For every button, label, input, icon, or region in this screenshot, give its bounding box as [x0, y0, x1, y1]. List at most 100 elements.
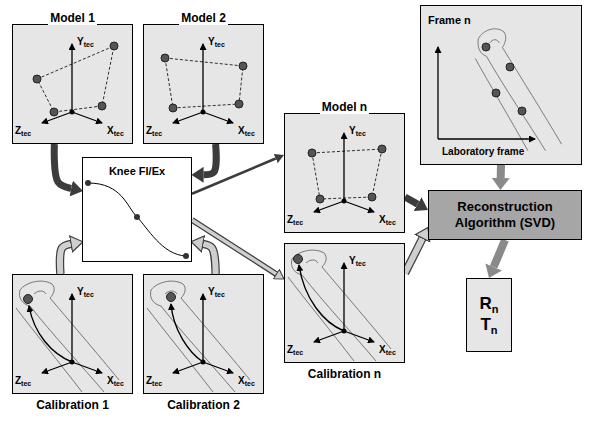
axis-subscript: tec	[114, 380, 124, 387]
panel-heading: Model 1	[48, 11, 97, 25]
axis-subscript: tec	[245, 130, 255, 137]
axis-label: X	[107, 375, 114, 386]
axis-subscript: tec	[21, 380, 31, 387]
model-panel: Model 1	[12, 24, 133, 144]
axis-subscript: tec	[356, 130, 366, 137]
axis-label-holder: Ytec	[77, 282, 94, 298]
axis-label-holder: Xtec	[107, 121, 124, 137]
graph-box: Knee Fl/Ex	[82, 157, 192, 262]
text-holder: Model 2	[144, 8, 263, 26]
model-illustration	[308, 133, 386, 212]
arrow-body	[494, 240, 505, 267]
axis-label-holder: Xtec	[379, 210, 396, 226]
axis-label-holder: Xtec	[379, 340, 396, 356]
result-symbol: R	[479, 294, 491, 314]
flow-arrow	[60, 244, 71, 274]
knee-curve	[85, 180, 189, 259]
axis-label-holder: Ytec	[349, 121, 366, 137]
axis-label-holder: Ytec	[208, 282, 225, 298]
axis-label-holder: Ytec	[349, 251, 366, 267]
panel-heading: Calibration 1	[34, 398, 111, 412]
text-holder: RnTn	[467, 279, 511, 351]
subscript: n	[492, 303, 499, 315]
axis-subscript: tec	[152, 130, 162, 137]
calibration-panel: Calibration 2	[143, 274, 264, 394]
flow-arrow	[54, 144, 71, 188]
flow-arrow	[204, 144, 217, 175]
calibration-panel: Calibration n	[284, 243, 405, 363]
axis-subscript: tec	[245, 380, 255, 387]
axis-subscript: tec	[293, 349, 303, 356]
axis-label-holder: Xtec	[238, 371, 255, 387]
axis-label-holder: Xtec	[238, 121, 255, 137]
axis-subscript: tec	[386, 219, 396, 226]
axis-label: Laboratory frame	[442, 146, 524, 157]
text-line: Rn	[479, 294, 498, 315]
arrow-body	[497, 165, 505, 178]
text-holder: Calibration 2	[144, 395, 263, 413]
result-symbol: T	[480, 315, 490, 335]
axis-label: X	[238, 125, 245, 136]
arrow-outline	[60, 244, 71, 274]
axis-label-holder: Ztec	[146, 121, 162, 137]
text-holder: Model 1	[13, 8, 132, 26]
arrow-body	[192, 220, 276, 274]
axis-label: X	[107, 125, 114, 136]
axis-label-holder: Ztec	[146, 371, 162, 387]
text-holder: Calibration n	[285, 364, 404, 382]
axis-subscript: tec	[114, 130, 124, 137]
axis-subscript: tec	[215, 291, 225, 298]
axis-label: X	[238, 375, 245, 386]
arrow-body	[204, 144, 217, 175]
process-box: Reconstruction Algorithm (SVD)	[428, 190, 582, 240]
subscript: n	[491, 324, 498, 336]
axis-label: Y	[208, 286, 215, 297]
flow-arrow	[405, 238, 423, 273]
flow-arrow	[192, 220, 276, 274]
axis-label: X	[379, 344, 386, 355]
arrow-outline	[405, 238, 423, 273]
axis-subscript: tec	[215, 41, 225, 48]
model-illustration	[33, 42, 118, 123]
model-illustration	[161, 44, 247, 123]
flow-arrow	[500, 165, 501, 178]
axis-label-holder: Xtec	[107, 371, 124, 387]
calibration-illustration	[288, 250, 396, 361]
text-holder: Calibration 1	[13, 395, 132, 413]
result-box: RnTn	[466, 278, 512, 352]
text-holder: Knee Fl/Ex	[83, 161, 191, 179]
calibration-illustration	[16, 281, 124, 392]
arrow-outline	[203, 244, 216, 274]
model-panel: Model 2	[143, 24, 264, 144]
axis-label-holder: Ztec	[287, 340, 303, 356]
flow-arrow	[203, 244, 216, 274]
arrow-body	[192, 158, 276, 193]
axis-label-holder: Ztec	[287, 210, 303, 226]
calibration-illustration	[147, 281, 255, 392]
axis-label: Y	[349, 125, 356, 136]
panel-heading: Knee Fl/Ex	[109, 165, 165, 177]
axis-label: Y	[349, 255, 356, 266]
arrow-outline	[192, 220, 276, 274]
axis-subscript: tec	[293, 219, 303, 226]
panel-heading: Frame n	[428, 14, 471, 26]
axis-label-holder: Ztec	[15, 371, 31, 387]
axis-subscript: tec	[84, 41, 94, 48]
axis-subscript: tec	[356, 260, 366, 267]
model-panel: Model n	[284, 113, 405, 233]
axis-label: Y	[77, 286, 84, 297]
flow-arrow	[494, 240, 505, 267]
axis-label-holder: Ztec	[15, 121, 31, 137]
axis-label: X	[379, 214, 386, 225]
flow-arrow	[405, 197, 418, 204]
axis-label: Y	[77, 36, 84, 47]
flow-arrow	[192, 158, 276, 193]
axis-label-holder: Laboratory frame	[442, 142, 524, 158]
text-line: Tn	[480, 315, 497, 336]
arrow-body	[203, 244, 216, 274]
text-holder: Frame n	[428, 10, 471, 28]
frame-panel: Frame n	[420, 5, 582, 165]
arrow-body	[54, 144, 71, 188]
arrow-body	[405, 197, 418, 204]
